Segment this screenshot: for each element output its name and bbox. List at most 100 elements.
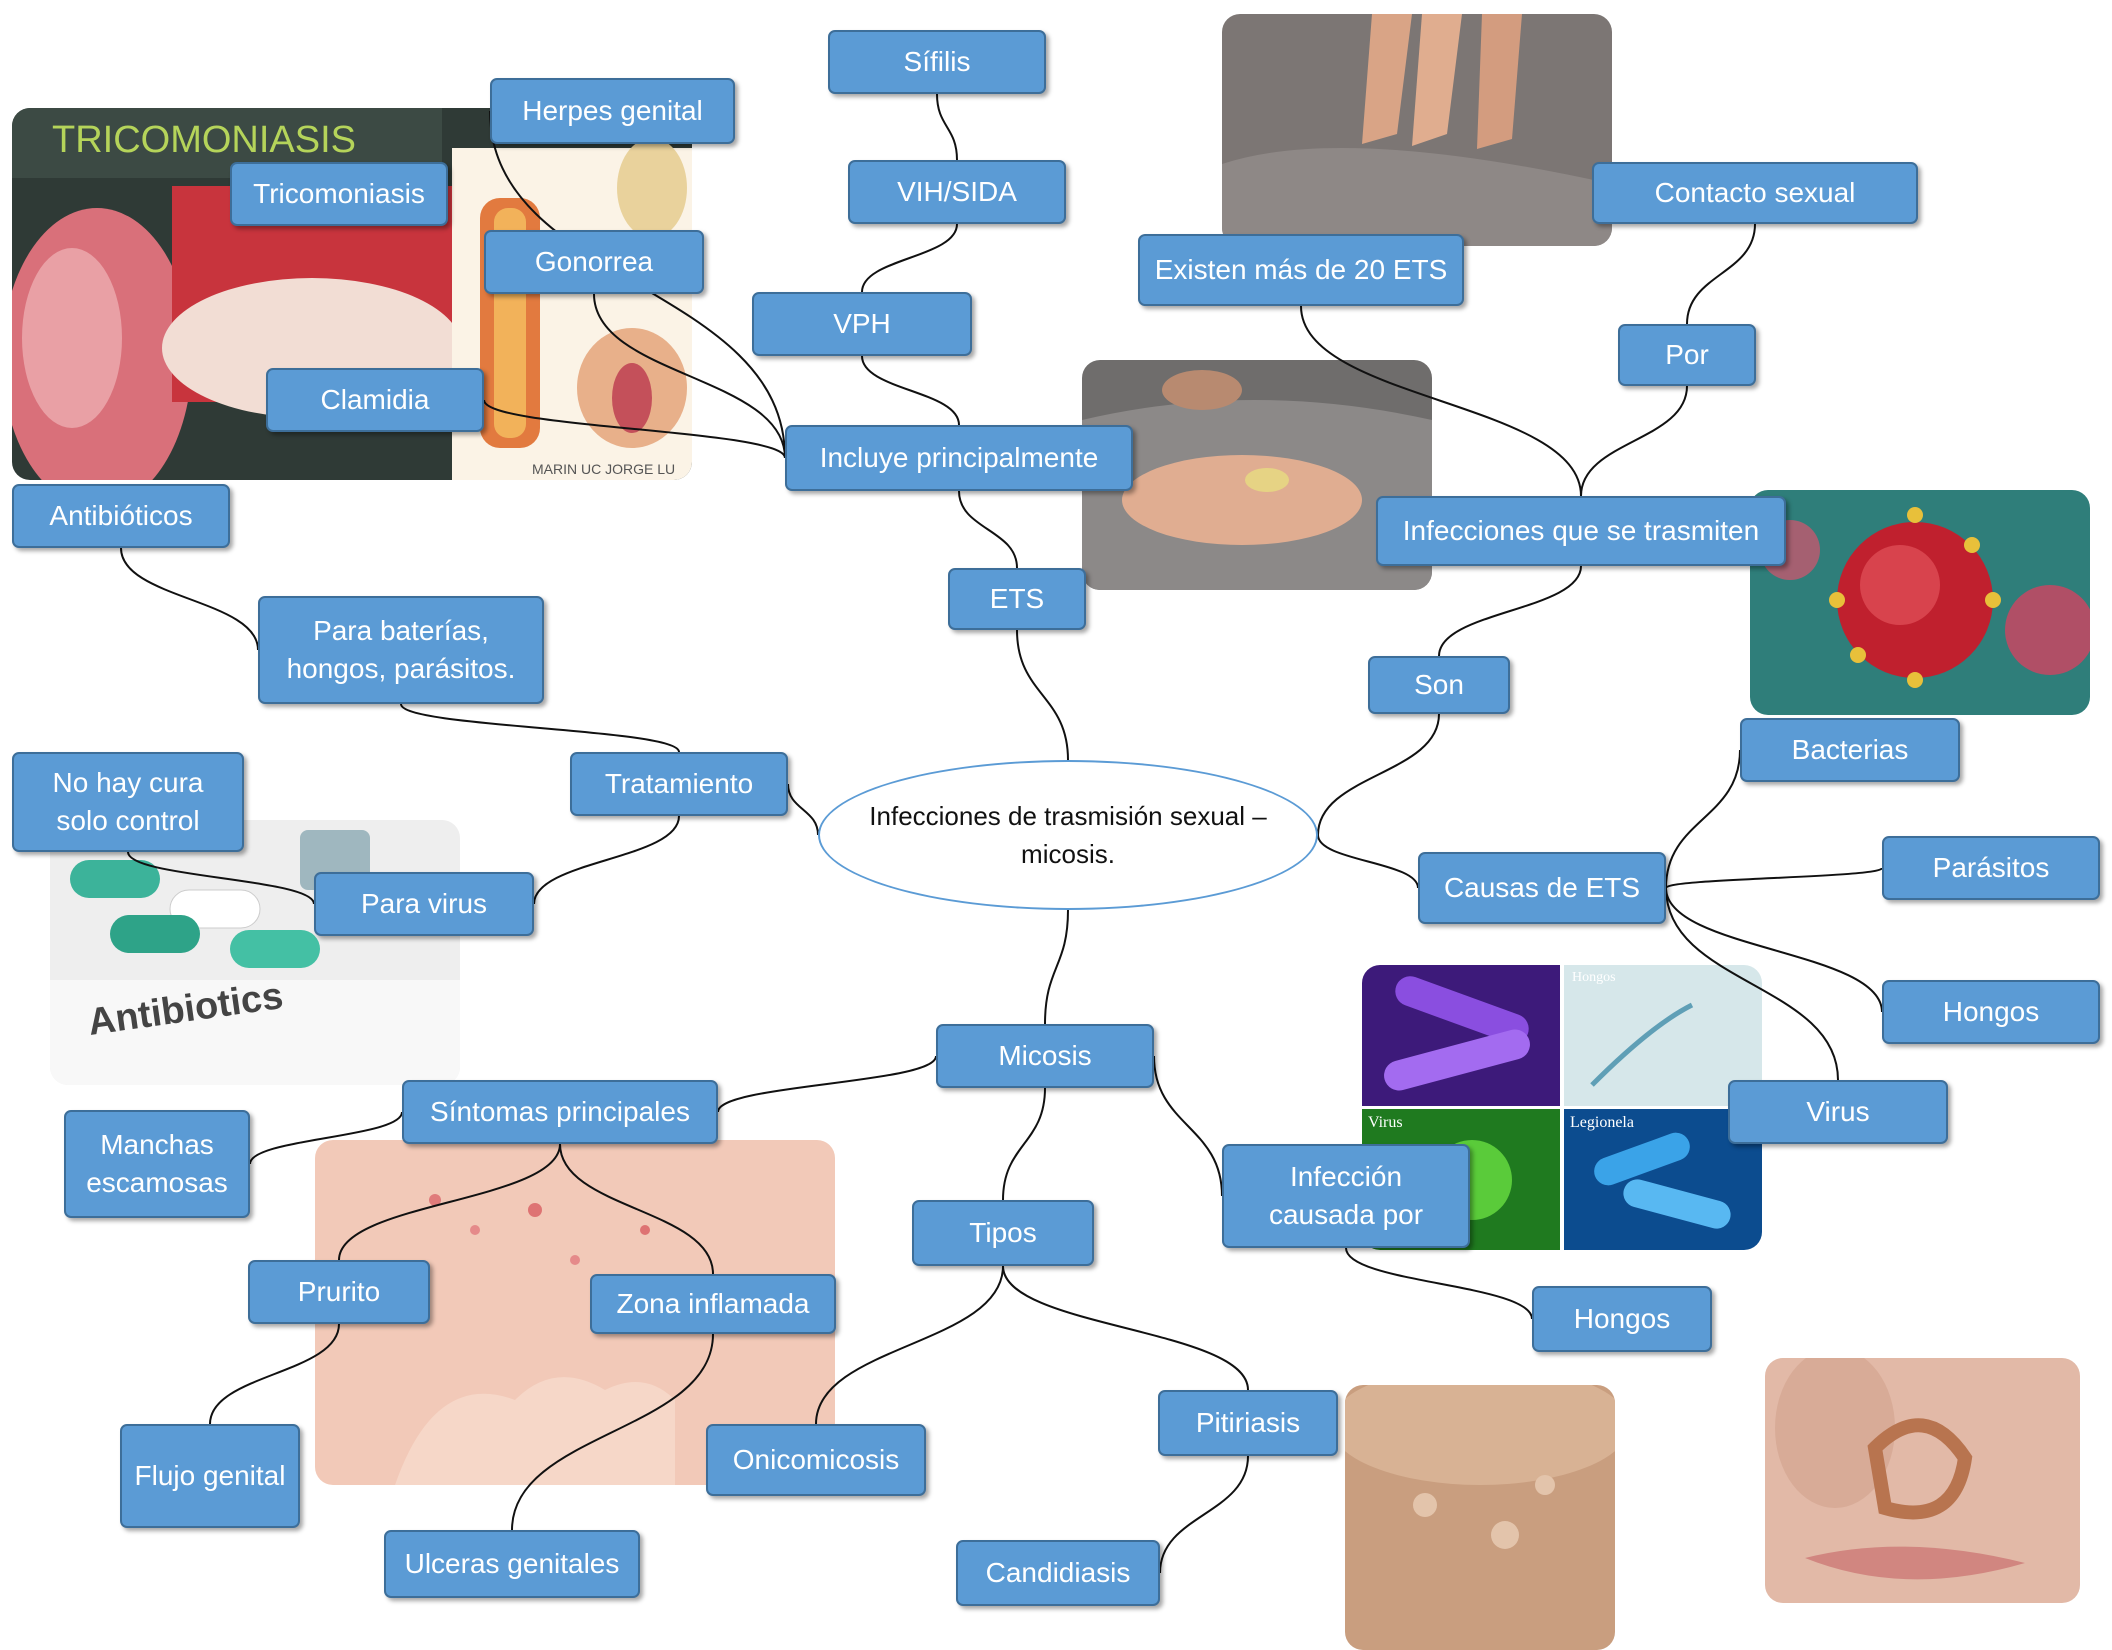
central-topic-label: Infecciones de trasmisión sexual –micosi… (850, 797, 1286, 873)
node-zona-label: Zona inflamada (616, 1285, 809, 1323)
connector-tipos (1003, 1088, 1045, 1200)
connector-existen (1301, 306, 1581, 496)
node-hongos-micosis-label: Hongos (1574, 1300, 1671, 1338)
connector-micosis (1045, 910, 1068, 1024)
node-vih-sida[interactable]: VIH/SIDA (848, 160, 1066, 224)
node-clamidia-label: Clamidia (321, 381, 430, 419)
connector-tratamiento (788, 784, 818, 835)
node-parasitos[interactable]: Parásitos (1882, 836, 2100, 900)
node-antibioticos[interactable]: Antibióticos (12, 484, 230, 548)
node-parasitos-label: Parásitos (1933, 849, 2050, 887)
node-micosis-label: Micosis (998, 1037, 1091, 1075)
node-no-hay-cura[interactable]: No hay cura solo control (12, 752, 244, 852)
connector-trasmiten (1439, 566, 1581, 656)
node-gonorrea[interactable]: Gonorrea (484, 230, 704, 294)
node-infeccion-causada-label: Infección causada por (1234, 1158, 1458, 1234)
node-onicomicosis[interactable]: Onicomicosis (706, 1424, 926, 1496)
connector-nocura (128, 852, 314, 904)
connector-candidiasis (1160, 1456, 1248, 1573)
connector-sintomas (718, 1056, 936, 1112)
node-virus-label: Virus (1806, 1093, 1869, 1131)
node-candidiasis-label: Candidiasis (986, 1554, 1131, 1592)
connector-manchas (250, 1112, 402, 1164)
node-para-virus[interactable]: Para virus (314, 872, 534, 936)
connector-zona (560, 1144, 713, 1274)
node-zona-inflamada[interactable]: Zona inflamada (590, 1274, 836, 1334)
node-sintomas-label: Síntomas principales (430, 1093, 690, 1131)
central-topic[interactable]: Infecciones de trasmisión sexual –micosi… (818, 760, 1318, 910)
node-hongos-causas[interactable]: Hongos (1882, 980, 2100, 1044)
connector-vph (862, 356, 959, 425)
node-virus[interactable]: Virus (1728, 1080, 1948, 1144)
connector-parasitos (1666, 868, 1882, 888)
node-son-label: Son (1414, 666, 1464, 704)
node-candidiasis[interactable]: Candidiasis (956, 1540, 1160, 1606)
node-por-label: Por (1665, 336, 1709, 374)
node-por[interactable]: Por (1618, 324, 1756, 386)
node-manchas-label: Manchas escamosas (76, 1126, 238, 1202)
node-antibioticos-label: Antibióticos (49, 497, 192, 535)
node-contacto-sexual[interactable]: Contacto sexual (1592, 162, 1918, 224)
node-infeccion-causada-por[interactable]: Infección causada por (1222, 1144, 1470, 1248)
node-para-baterias[interactable]: Para baterías, hongos, parásitos. (258, 596, 544, 704)
node-pitiriasis-label: Pitiriasis (1196, 1404, 1300, 1442)
node-para-virus-label: Para virus (361, 885, 487, 923)
connector-vih (862, 224, 957, 292)
connector-pitiriasis (1003, 1266, 1248, 1390)
connector-causas (1318, 835, 1418, 888)
node-flujo-label: Flujo genital (135, 1457, 286, 1495)
connector-flujo (210, 1324, 339, 1424)
node-infecciones-trasmiten-label: Infecciones que se trasmiten (1403, 512, 1759, 550)
node-causas-de-ets[interactable]: Causas de ETS (1418, 852, 1666, 924)
connector-paravirus (534, 816, 679, 904)
node-hongos-micosis[interactable]: Hongos (1532, 1286, 1712, 1352)
node-causas-label: Causas de ETS (1444, 869, 1640, 907)
connector-infcausada (1154, 1056, 1222, 1196)
connector-prurito (339, 1144, 560, 1260)
node-incluye-principalmente[interactable]: Incluye principalmente (785, 425, 1133, 491)
node-existen-label: Existen más de 20 ETS (1155, 251, 1448, 289)
node-tipos-label: Tipos (969, 1214, 1036, 1252)
node-herpes-genital[interactable]: Herpes genital (490, 78, 735, 144)
node-sifilis[interactable]: Sífilis (828, 30, 1046, 94)
node-ulceras-label: Ulceras genitales (405, 1545, 620, 1583)
node-hongos-causas-label: Hongos (1943, 993, 2040, 1031)
node-manchas-escamosas[interactable]: Manchas escamosas (64, 1110, 250, 1218)
node-bacterias-label: Bacterias (1792, 731, 1909, 769)
node-clamidia[interactable]: Clamidia (266, 368, 484, 432)
connector-antibioticos (121, 548, 258, 650)
node-micosis[interactable]: Micosis (936, 1024, 1154, 1088)
node-para-baterias-label: Para baterías, hongos, parásitos. (270, 612, 532, 688)
node-tratamiento-label: Tratamiento (605, 765, 753, 803)
node-vph[interactable]: VPH (752, 292, 972, 356)
node-tipos[interactable]: Tipos (912, 1200, 1094, 1266)
node-ulceras-genitales[interactable]: Ulceras genitales (384, 1530, 640, 1598)
node-son[interactable]: Son (1368, 656, 1510, 714)
node-ets-label: ETS (990, 580, 1044, 618)
node-herpes-genital-label: Herpes genital (522, 92, 703, 130)
node-infecciones-que-se-trasmiten[interactable]: Infecciones que se trasmiten (1376, 496, 1786, 566)
connector-virus (1666, 888, 1838, 1080)
connector-por (1581, 386, 1687, 496)
node-prurito-label: Prurito (298, 1273, 380, 1311)
node-pitiriasis[interactable]: Pitiriasis (1158, 1390, 1338, 1456)
connector-bacterias (1666, 750, 1740, 888)
node-bacterias[interactable]: Bacterias (1740, 718, 1960, 782)
node-onicomicosis-label: Onicomicosis (733, 1441, 899, 1479)
node-flujo-genital[interactable]: Flujo genital (120, 1424, 300, 1528)
connector-hongos2 (1346, 1248, 1532, 1319)
connector-baterias (401, 704, 679, 752)
node-vph-label: VPH (833, 305, 891, 343)
connector-onico (816, 1266, 1003, 1424)
node-tricomoniasis[interactable]: Tricomoniasis (230, 162, 448, 226)
node-incluye-principalmente-label: Incluye principalmente (820, 439, 1099, 477)
node-ets[interactable]: ETS (948, 568, 1086, 630)
node-existen-mas-de-20-ets[interactable]: Existen más de 20 ETS (1138, 234, 1464, 306)
node-prurito[interactable]: Prurito (248, 1260, 430, 1324)
node-contacto-sexual-label: Contacto sexual (1655, 174, 1856, 212)
node-vih-sida-label: VIH/SIDA (897, 173, 1017, 211)
node-tratamiento[interactable]: Tratamiento (570, 752, 788, 816)
node-sintomas-principales[interactable]: Síntomas principales (402, 1080, 718, 1144)
connector-incluye (959, 491, 1017, 568)
